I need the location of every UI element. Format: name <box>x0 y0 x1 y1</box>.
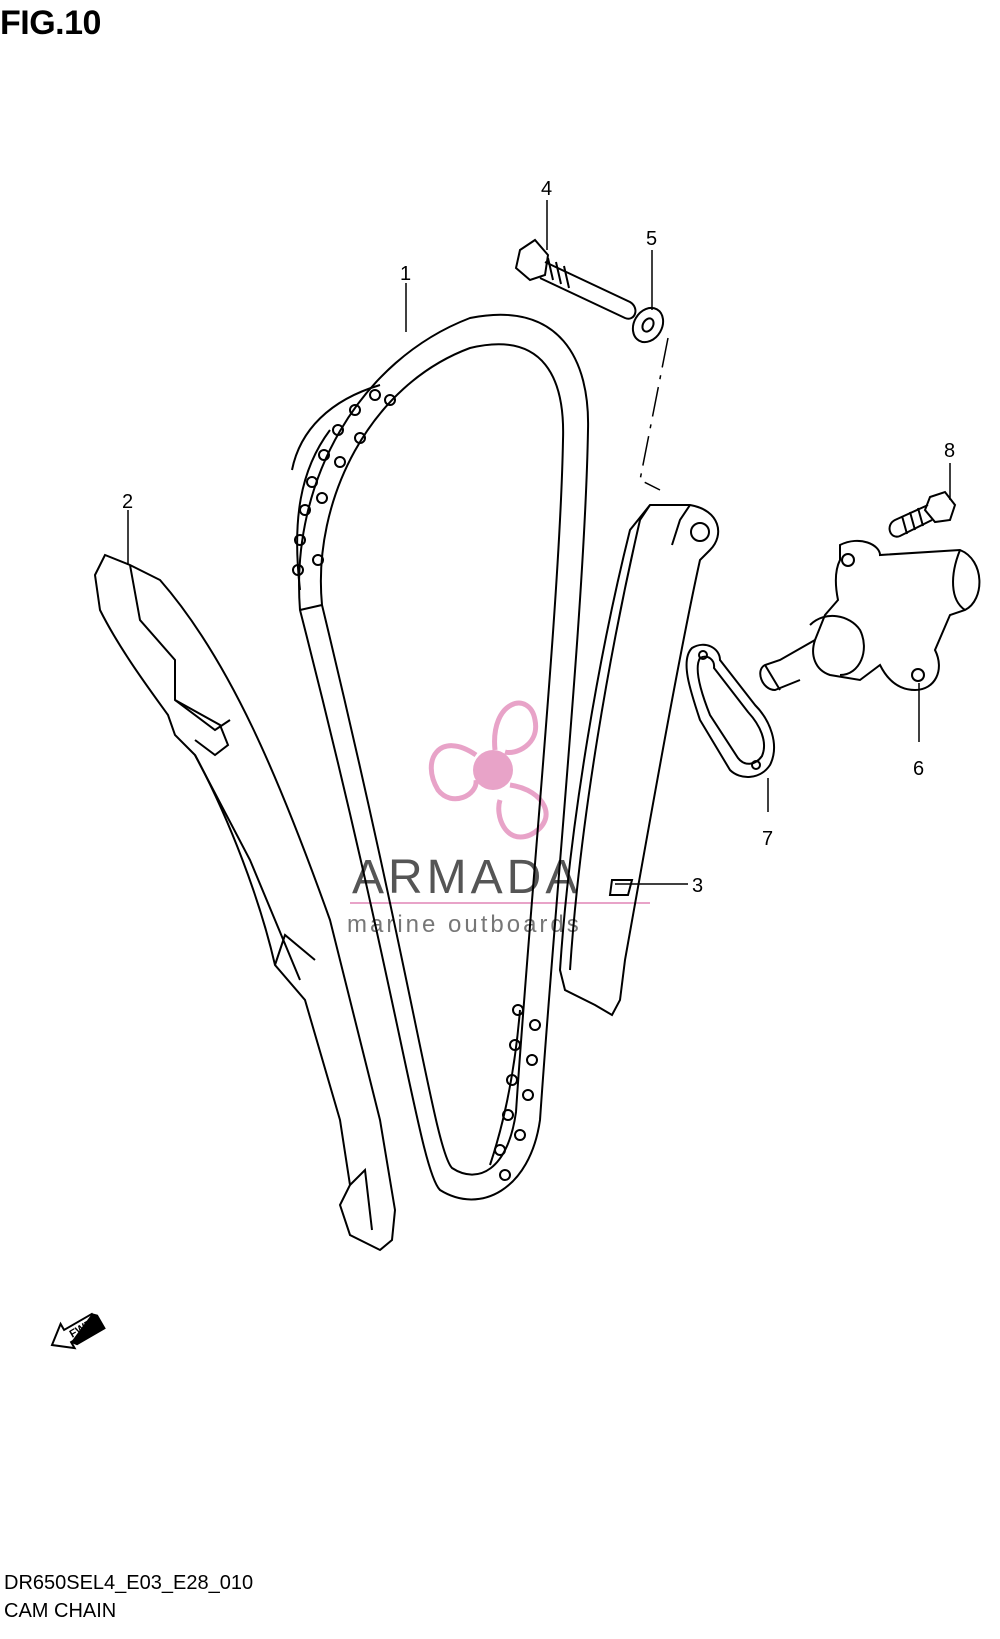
watermark-title: ARMADA <box>352 851 581 904</box>
leader-lines <box>127 200 951 885</box>
callout-2: 2 <box>122 491 133 513</box>
washer <box>631 306 665 344</box>
cam-chain-guide-left <box>93 553 397 1252</box>
callout-6: 6 <box>913 758 924 780</box>
bolt <box>514 238 637 320</box>
model-code: DR650SEL4_E03_E28_010 <box>4 1572 254 1594</box>
fwd-arrow-icon: FWD <box>50 1312 106 1350</box>
figure-title: FIG.10 <box>0 4 101 42</box>
callout-3: 3 <box>692 875 703 897</box>
watermark-subtitle: marine outboards <box>347 911 582 938</box>
callout-8: 8 <box>944 440 955 462</box>
callout-4: 4 <box>541 178 552 200</box>
tensioner-bolt <box>888 490 957 538</box>
gasket <box>685 643 775 778</box>
cam-chain-tensioner-guide <box>558 504 720 1017</box>
chain-links-upper <box>291 384 396 591</box>
callout-5: 5 <box>646 228 657 250</box>
section-name: CAM CHAIN <box>4 1600 117 1622</box>
cam-chain <box>291 313 590 1201</box>
chain-links-lower <box>489 1004 541 1181</box>
callout-7: 7 <box>762 828 773 850</box>
callout-1: 1 <box>400 263 411 285</box>
watermark-logo-icon <box>428 700 549 840</box>
cam-chain-tensioner-adjuster <box>759 539 981 692</box>
